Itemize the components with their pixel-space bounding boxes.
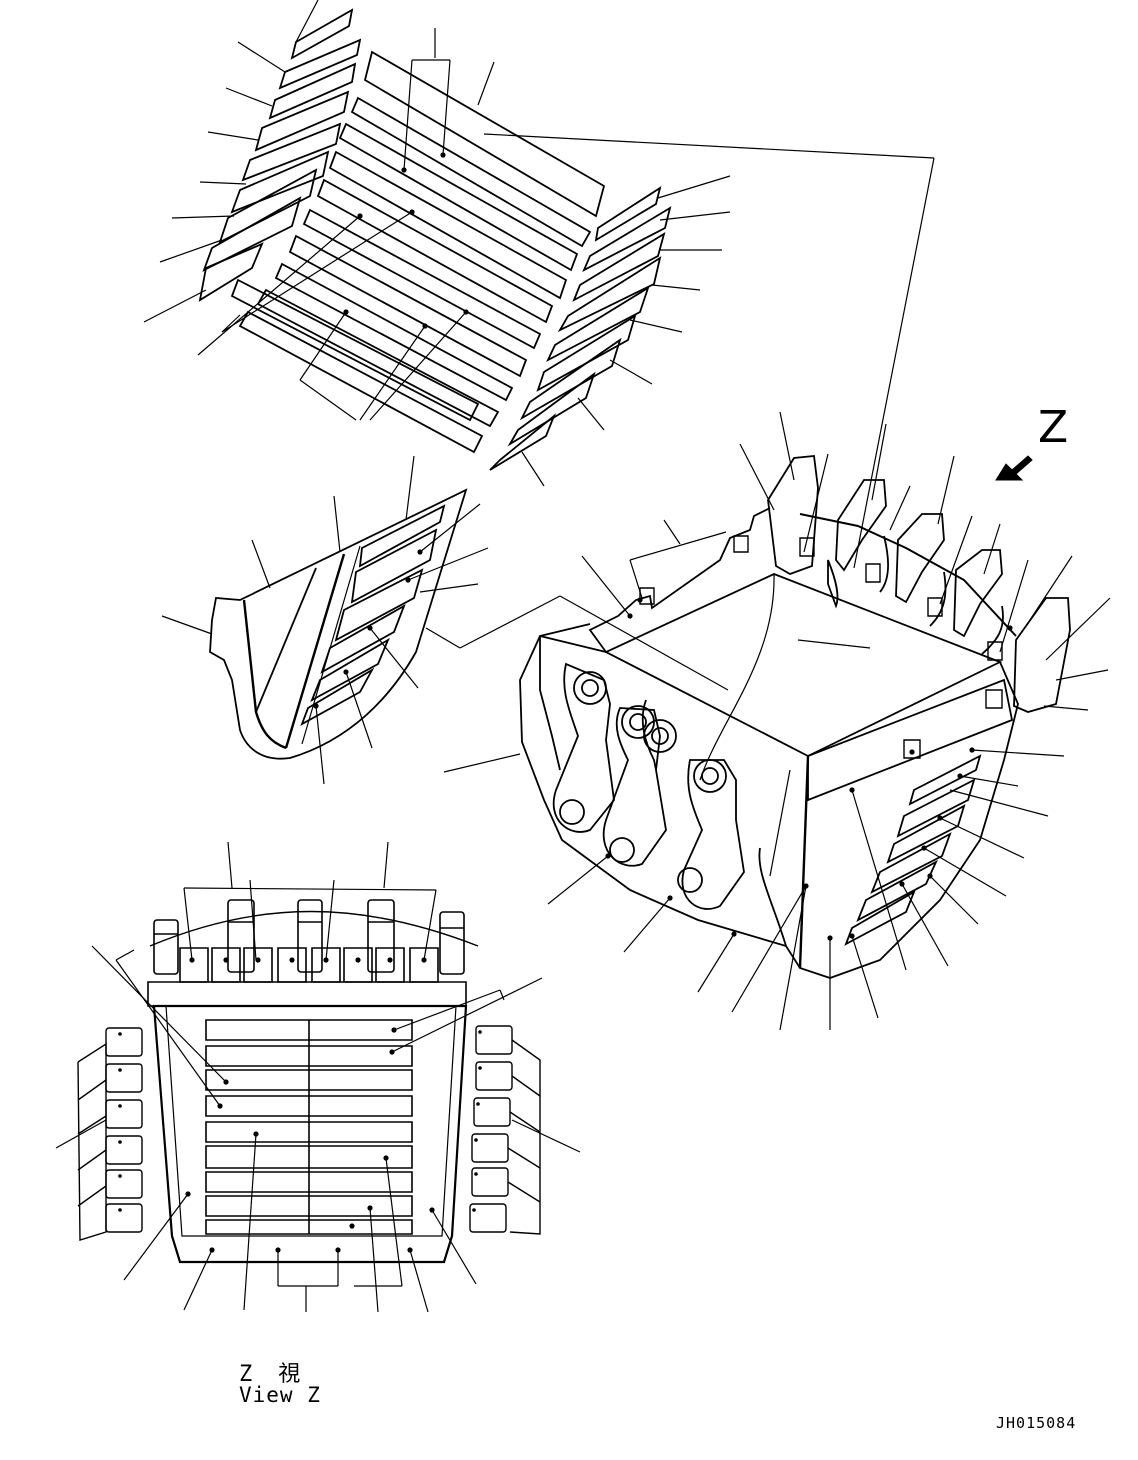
left-small-plates (200, 10, 360, 300)
bucket-teeth (768, 456, 1070, 712)
view-caption-english: View Z (239, 1383, 321, 1407)
right-small-plates (490, 188, 670, 470)
liner-dots (343, 152, 469, 329)
bucket-perspective-view (444, 412, 1110, 1030)
view-direction-letter: Z (1038, 402, 1069, 453)
view-z-teeth (154, 900, 464, 974)
liner-leader-lines (144, 0, 934, 568)
exploded-liner-plates (144, 0, 934, 568)
view-z-leader-lines (56, 842, 580, 1312)
side-plate-detail (162, 456, 728, 784)
view-z-drawing (56, 842, 580, 1312)
view-z-right-plates (470, 1026, 540, 1234)
view-z-floor-plates (206, 1020, 412, 1234)
bucket-side-plates (846, 756, 980, 944)
view-direction-arrow-icon (996, 456, 1032, 480)
hinge-brackets (554, 664, 744, 909)
bucket-leader-lines (444, 412, 1110, 1030)
view-z-left-plates (78, 1028, 142, 1240)
view-caption-japanese: Z 視 (239, 1362, 303, 1387)
drawing-number: JH015084 (996, 1414, 1077, 1432)
view-z-lip-plates (180, 948, 438, 982)
bucket-body (520, 508, 1018, 978)
main-liner-strips (232, 52, 604, 452)
